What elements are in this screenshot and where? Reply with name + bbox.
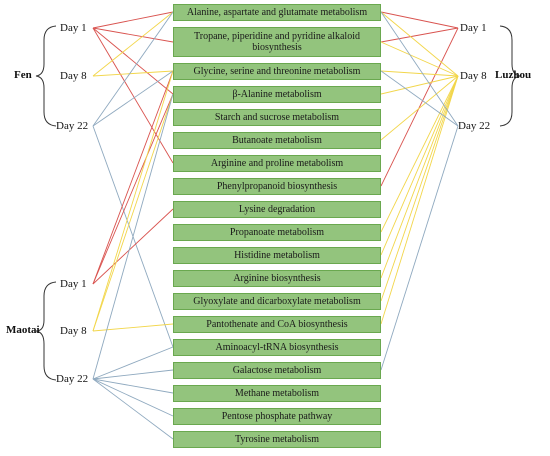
maotai-link-line: [92, 93, 174, 380]
luzhou-link-line: [380, 70, 459, 77]
pathway-box: Butanoate metabolism: [173, 132, 381, 149]
maotai-link-line: [92, 70, 174, 285]
pathway-box: Alanine, aspartate and glutamate metabol…: [173, 4, 381, 21]
maotai-link-line: [92, 208, 174, 285]
group-label-luzhou: Luzhou: [495, 69, 532, 81]
maotai-bracket: [35, 281, 57, 381]
pathway-box: Tyrosine metabolism: [173, 431, 381, 448]
luzhou-day-8: Day 8: [460, 70, 487, 82]
pathway-box: Aminoacyl-tRNA biosynthesis: [173, 339, 381, 356]
luzhou-day-1: Day 1: [460, 22, 487, 34]
luzhou-link-line: [380, 75, 459, 279]
pathway-box: Starch and sucrose metabolism: [173, 109, 381, 126]
luzhou-link-line: [380, 27, 459, 43]
luzhou-link-line: [380, 75, 459, 95]
maotai-link-line: [92, 378, 174, 417]
pathway-box: Phenylpropanoid biosynthesis: [173, 178, 381, 195]
maotai-link-line: [92, 378, 174, 440]
maotai-day-8: Day 8: [60, 325, 87, 337]
fen-link-line: [92, 70, 174, 77]
maotai-link-line: [92, 93, 174, 332]
luzhou-link-line: [380, 41, 459, 77]
maotai-link-line: [92, 70, 174, 332]
luzhou-link-line: [380, 11, 459, 127]
fen-day-8: Day 8: [60, 70, 87, 82]
fen-link-line: [92, 27, 174, 95]
fen-link-line: [92, 11, 174, 127]
maotai-link-line: [92, 93, 174, 285]
group-label-maotai: Maotai: [6, 324, 40, 336]
group-label-fen: Fen: [14, 69, 32, 81]
pathway-box: Glyoxylate and dicarboxylate metabolism: [173, 293, 381, 310]
luzhou-link-line: [380, 11, 459, 29]
fen-link-line: [92, 11, 174, 29]
luzhou-link-line: [380, 125, 459, 371]
pathway-box: Glycine, serine and threonine metabolism: [173, 63, 381, 80]
fen-day-22: Day 22: [56, 120, 89, 132]
luzhou-bracket: [499, 25, 521, 127]
luzhou-link-line: [380, 27, 459, 187]
maotai-link-line: [92, 369, 174, 380]
luzhou-link-line: [380, 70, 459, 127]
pathway-box: Histidine metabolism: [173, 247, 381, 264]
pathway-box: Galactose metabolism: [173, 362, 381, 379]
luzhou-link-line: [380, 75, 459, 302]
pathway-box: Arginine and proline metabolism: [173, 155, 381, 172]
pathway-box: Lysine degradation: [173, 201, 381, 218]
pathway-box: β-Alanine metabolism: [173, 86, 381, 103]
pathway-box: Pentose phosphate pathway: [173, 408, 381, 425]
luzhou-link-line: [380, 75, 459, 325]
fen-link-line: [92, 27, 174, 43]
pathway-box: Propanoate metabolism: [173, 224, 381, 241]
luzhou-link-line: [380, 11, 459, 77]
fen-link-line: [92, 11, 174, 77]
maotai-day-22: Day 22: [56, 373, 89, 385]
maotai-link-line: [92, 378, 174, 394]
pathway-box: Arginine biosynthesis: [173, 270, 381, 287]
luzhou-link-line: [380, 75, 459, 233]
fen-bracket: [35, 25, 57, 127]
maotai-link-line: [92, 323, 174, 332]
luzhou-link-line: [380, 75, 459, 256]
fen-link-line: [92, 70, 174, 127]
luzhou-day-22: Day 22: [458, 120, 491, 132]
fen-link-line: [92, 27, 174, 164]
pathway-box: Methane metabolism: [173, 385, 381, 402]
maotai-link-line: [92, 346, 174, 380]
pathway-box: Tropane, piperidine and pyridine alkaloi…: [173, 27, 381, 57]
pathway-box: Pantothenate and CoA biosynthesis: [173, 316, 381, 333]
luzhou-link-line: [380, 75, 459, 141]
maotai-day-1: Day 1: [60, 278, 87, 290]
fen-day-1: Day 1: [60, 22, 87, 34]
